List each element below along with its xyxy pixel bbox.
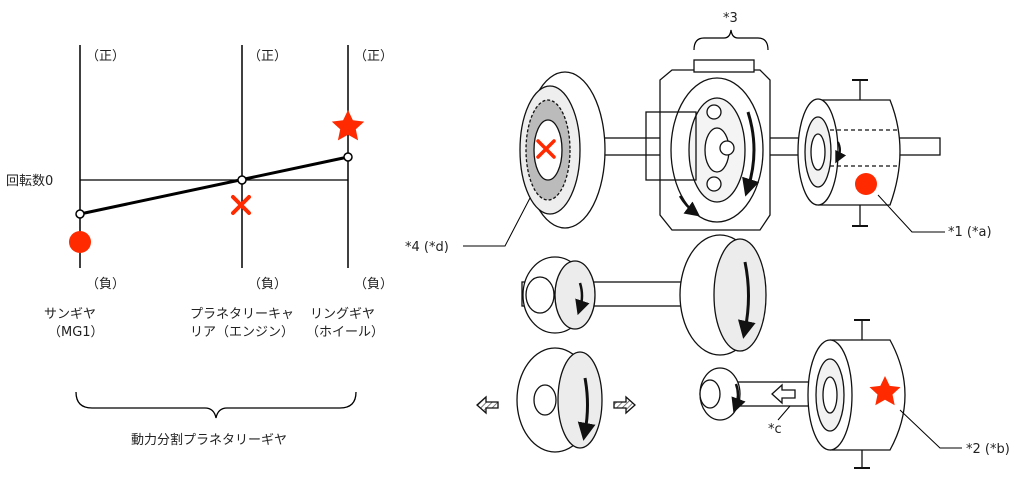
speed-line	[79, 155, 349, 216]
carrier-name: プラネタリーキャ リア（エンジン）	[190, 307, 298, 340]
callout-2-leader	[899, 409, 962, 449]
arrow-right-icon	[613, 395, 636, 415]
sun-gear-point	[75, 209, 85, 219]
callout-4-leader	[463, 197, 531, 247]
star-marker-icon	[331, 110, 365, 141]
cross-marker-icon	[231, 195, 251, 215]
callout-c: *c	[768, 422, 782, 437]
callout-1-leader	[877, 194, 945, 233]
axis-top-label: （正）	[354, 49, 393, 64]
mg2-motor	[797, 79, 901, 227]
gear-train	[476, 59, 941, 469]
arrow-left-icon	[771, 383, 796, 405]
counter-driven-gear	[521, 234, 767, 356]
cross-marker-icon	[536, 139, 556, 159]
callout-3: *3	[723, 11, 738, 26]
differential-gear	[476, 347, 636, 453]
planetary-gear-set	[645, 59, 771, 231]
circle-marker-icon	[855, 173, 877, 195]
callout-4: *4 (*d)	[405, 240, 449, 255]
counter-drive-gear	[522, 256, 596, 334]
callout-2: *2 (*b)	[966, 442, 1010, 457]
circle-marker-icon	[69, 231, 91, 253]
axis-top-label: （正）	[248, 49, 287, 64]
axis-bottom-label: （負）	[86, 277, 125, 292]
callout-c-leader	[777, 405, 791, 421]
axis-bottom-label: （負）	[354, 277, 393, 292]
lower-motor	[699, 319, 906, 469]
callout-1: *1 (*a)	[948, 225, 992, 240]
c3-brace	[693, 29, 769, 51]
carrier-point	[237, 175, 247, 185]
group-brace	[75, 391, 357, 419]
sun-gear-name: サンギヤ （MG1）	[44, 307, 104, 340]
nomogram: 回転数0 （正） （正） （正） （負） （負） （負） サンギヤ （MG1） …	[6, 45, 393, 448]
ring-gear-point	[343, 152, 353, 162]
arrow-left-icon	[476, 395, 499, 415]
ring-gear-name: リングギヤ （ホイール）	[306, 307, 384, 340]
axis-top-label: （正）	[86, 49, 125, 64]
axis-bottom-label: （負）	[248, 277, 287, 292]
mg1-rotor	[519, 71, 606, 229]
zero-rpm-label: 回転数0	[6, 174, 53, 189]
group-label: 動力分割プラネタリーギヤ	[131, 432, 287, 448]
star-marker-icon	[869, 376, 901, 406]
